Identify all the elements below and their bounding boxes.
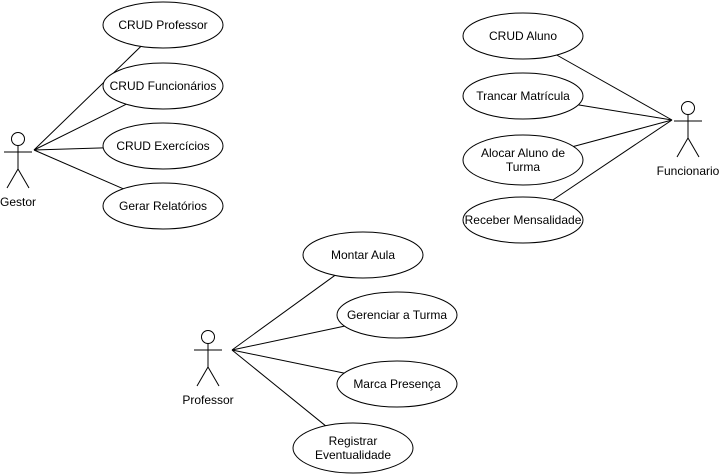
use-case-label: Registrar	[329, 434, 378, 448]
association-line-gestor-crud-professor	[33, 46, 142, 151]
association-line-gestor-crud-funcionarios	[33, 103, 127, 151]
use-case-label: CRUD Aluno	[489, 29, 557, 43]
association-line-gestor-crud-exercicios	[33, 147, 104, 151]
use-case-ellipse	[336, 291, 458, 339]
association-line-professor-registrar-eventualidade	[231, 349, 326, 427]
use-case-ellipse	[336, 360, 458, 408]
use-case-ellipse	[102, 122, 224, 170]
association-line-gestor-gerar-relatorios	[33, 149, 124, 190]
use-case-label: Alocar Aluno de	[481, 146, 565, 160]
use-case-crud-professor[interactable]: CRUD Professor	[102, 1, 224, 49]
use-case-label: Gerenciar a Turma	[347, 308, 447, 322]
use-case-label: Eventualidade	[315, 448, 391, 462]
use-case-label: CRUD Exercícios	[116, 139, 209, 153]
actor-gestor[interactable]: Gestor	[0, 132, 36, 210]
use-case-ellipse	[462, 12, 584, 60]
use-case-ellipse	[102, 182, 224, 230]
actor-funcionario[interactable]: Funcionario	[657, 101, 720, 179]
use-case-marca-presenca[interactable]: Marca Presença	[336, 360, 458, 408]
use-case-trancar-matricula[interactable]: Trancar Matrícula	[462, 72, 584, 120]
use-case-gerar-relatorios[interactable]: Gerar Relatórios	[102, 182, 224, 230]
use-case-gerenciar-turma[interactable]: Gerenciar a Turma	[336, 291, 458, 339]
use-case-label: Montar Aula	[331, 248, 395, 262]
association-line-funcionario-alocar-aluno-turma	[573, 119, 673, 147]
association-line-professor-gerenciar-turma	[231, 325, 345, 351]
actor-label: Gestor	[0, 195, 36, 209]
use-case-receber-mensalidade[interactable]: Receber Mensalidade	[462, 196, 584, 244]
use-case-label: Receber Mensalidade	[465, 213, 582, 227]
association-line-funcionario-trancar-matricula	[578, 104, 673, 121]
use-case-ellipse	[462, 72, 584, 120]
associations	[33, 46, 673, 427]
use-case-ellipse	[462, 196, 584, 244]
stick-figure-icon	[194, 330, 222, 387]
use-case-crud-funcionarios[interactable]: CRUD Funcionários	[102, 62, 224, 110]
use-case-label: Marca Presença	[353, 377, 441, 391]
association-line-professor-marca-presenca	[231, 349, 345, 374]
association-line-funcionario-receber-mensalidade	[552, 119, 673, 201]
use-case-crud-aluno[interactable]: CRUD Aluno	[462, 12, 584, 60]
use-case-label: Turma	[506, 160, 541, 174]
use-case-label: CRUD Professor	[118, 18, 207, 32]
use-case-label: CRUD Funcionários	[110, 79, 217, 93]
use-case-ellipse	[102, 1, 224, 49]
use-case-ellipse	[292, 422, 414, 474]
association-line-funcionario-crud-aluno	[556, 54, 673, 121]
use-case-ellipse	[102, 62, 224, 110]
use-case-label: Gerar Relatórios	[119, 199, 207, 213]
use-case-crud-exercicios[interactable]: CRUD Exercícios	[102, 122, 224, 170]
stick-figure-icon	[674, 101, 702, 158]
association-line-professor-montar-aula	[231, 274, 336, 351]
actor-label: Funcionario	[657, 164, 720, 178]
use-case-ellipse	[302, 231, 424, 279]
use-case-montar-aula[interactable]: Montar Aula	[302, 231, 424, 279]
actor-label: Professor	[182, 393, 233, 407]
actor-professor[interactable]: Professor	[182, 330, 234, 408]
use-case-ellipse	[462, 134, 584, 186]
use-case-label: Trancar Matrícula	[476, 89, 570, 103]
stick-figure-icon	[4, 132, 32, 189]
